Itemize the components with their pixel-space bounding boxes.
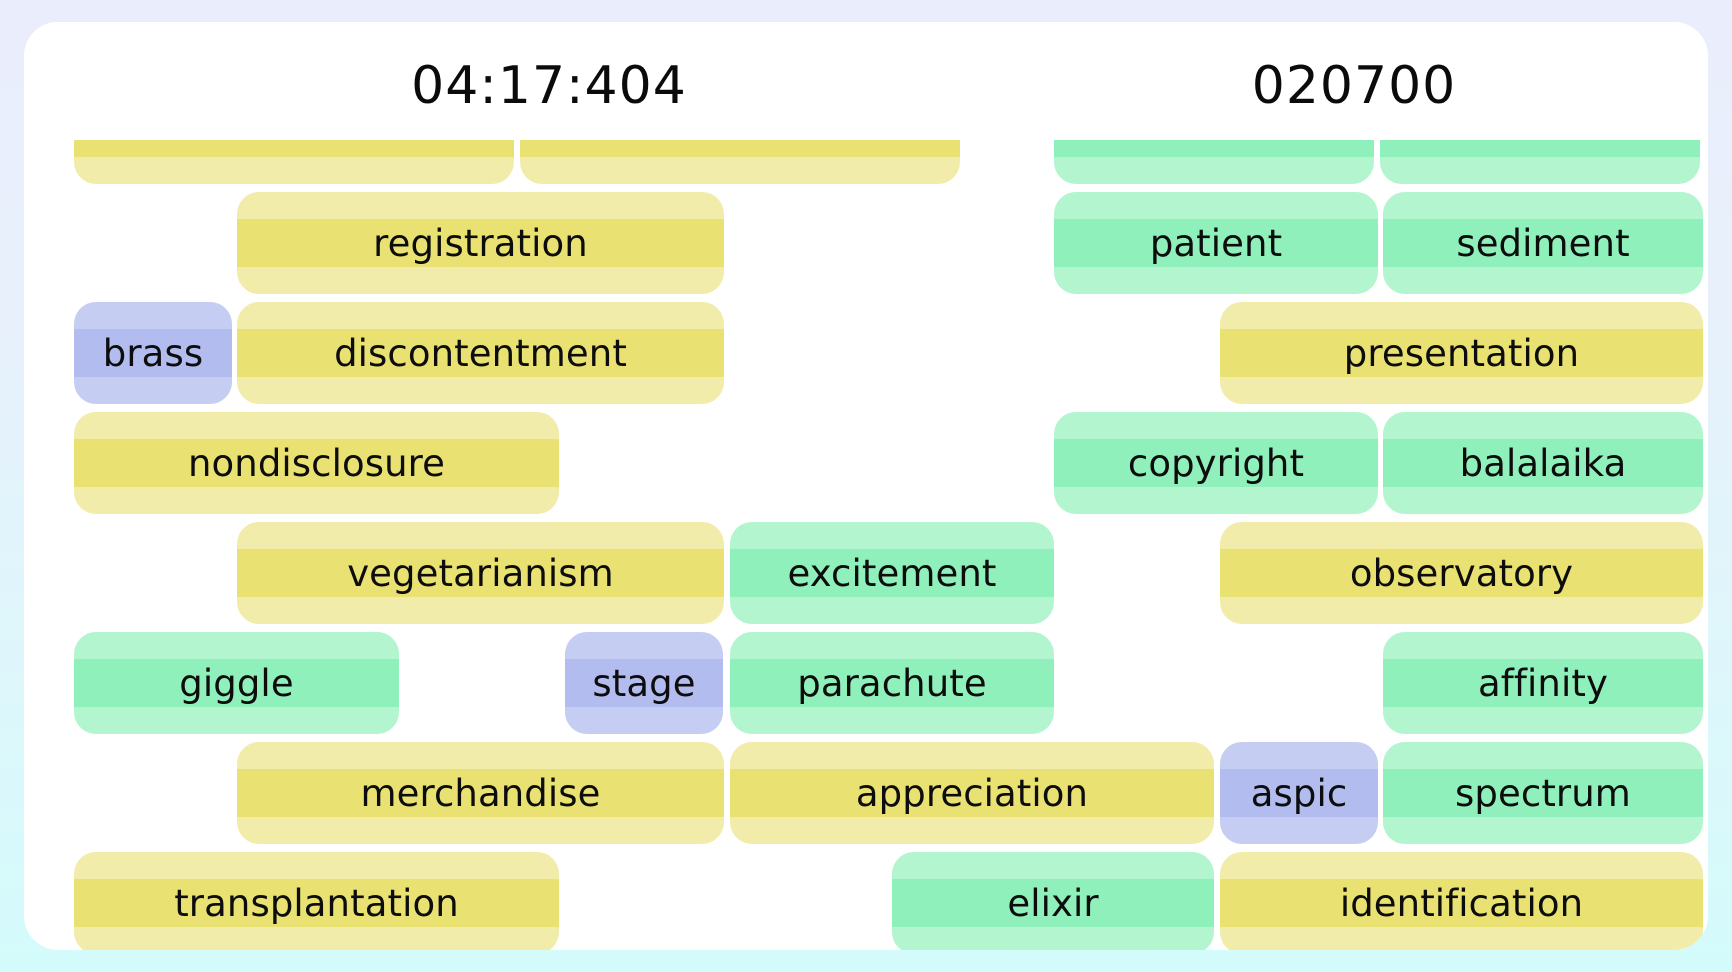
word-label: appreciation [855,771,1089,815]
pill-highlight-band [237,549,724,597]
pill-highlight-band [237,769,724,817]
pill-highlight-band [74,659,399,707]
pill-highlight-band [730,659,1054,707]
pill-highlight-band [1220,769,1378,817]
word-pill-patient[interactable]: patient [1054,192,1378,294]
word-pill-transplantation[interactable]: transplantation [74,852,559,950]
word-label: patient [1149,221,1283,265]
word-label: giggle [179,661,294,705]
score-display: 020700 [1251,56,1457,116]
pill-highlight-band [1383,439,1703,487]
pill-highlight-band [730,769,1214,817]
word-pill-spectrum[interactable]: spectrum [1383,742,1703,844]
word-board: registration patient sediment brass disconte… [24,22,1708,950]
pill-highlight-band [237,329,724,377]
word-pill-giggle[interactable]: giggle [74,632,399,734]
word-pill-excitement[interactable]: excitement [730,522,1054,624]
word-pill-appreciation[interactable]: appreciation [730,742,1214,844]
word-pill-merchandise[interactable]: merchandise [237,742,724,844]
word-pill-balalaika[interactable]: balalaika [1383,412,1703,514]
word-label: vegetarianism [347,551,614,595]
word-label: spectrum [1455,771,1631,815]
word-pill-copyright[interactable]: copyright [1054,412,1378,514]
word-label: presentation [1343,331,1580,375]
word-pill-identification[interactable]: identification [1220,852,1703,950]
word-pill-parachute[interactable]: parachute [730,632,1054,734]
pill-highlight-band [1054,439,1378,487]
word-label: elixir [1007,881,1099,925]
word-label: balalaika [1459,441,1627,485]
word-pill-brass[interactable]: brass [74,302,232,404]
word-label: registration [373,221,588,265]
word-label: nondisclosure [187,441,446,485]
word-label: transplantation [174,881,459,925]
word-pill-stage[interactable]: stage [565,632,723,734]
pill-highlight-band [1054,219,1378,267]
word-label: identification [1339,881,1584,925]
word-pill-registration[interactable]: registration [237,192,724,294]
pill-highlight-band [1383,659,1703,707]
word-label: merchandise [360,771,601,815]
word-pill-sediment[interactable]: sediment [1383,192,1703,294]
word-pill-presentation[interactable]: presentation [1220,302,1703,404]
word-pill-observatory[interactable]: observatory [1220,522,1703,624]
word-label: aspic [1250,771,1348,815]
pill-highlight-band [74,439,559,487]
pill-highlight-band [730,549,1054,597]
word-label: sediment [1456,221,1630,265]
word-pill-nondisclosure[interactable]: nondisclosure [74,412,559,514]
word-label: brass [102,331,204,375]
pill-highlight-band [74,879,559,927]
word-pill-aspic[interactable]: aspic [1220,742,1378,844]
word-label: parachute [797,661,987,705]
word-label: observatory [1349,551,1574,595]
word-label: copyright [1127,441,1305,485]
pill-highlight-band [237,219,724,267]
pill-highlight-band [1383,769,1703,817]
word-pill-discontentment[interactable]: discontentment [237,302,724,404]
word-label: discontentment [334,331,627,375]
pill-highlight-band [74,329,232,377]
word-label: stage [592,661,696,705]
word-pill-elixir[interactable]: elixir [892,852,1214,950]
word-label: affinity [1478,661,1608,705]
pill-highlight-band [1383,219,1703,267]
pill-highlight-band [892,879,1214,927]
word-label: excitement [787,551,997,595]
word-pill-affinity[interactable]: affinity [1383,632,1703,734]
hud-header: 04:17:404 020700 [24,22,1708,140]
word-pill-vegetarianism[interactable]: vegetarianism [237,522,724,624]
timer-display: 04:17:404 [411,56,687,116]
pill-highlight-band [565,659,723,707]
pill-highlight-band [1220,549,1703,597]
pill-highlight-band [1220,329,1703,377]
game-frame: registration patient sediment brass disconte… [24,22,1708,950]
pill-highlight-band [1220,879,1703,927]
